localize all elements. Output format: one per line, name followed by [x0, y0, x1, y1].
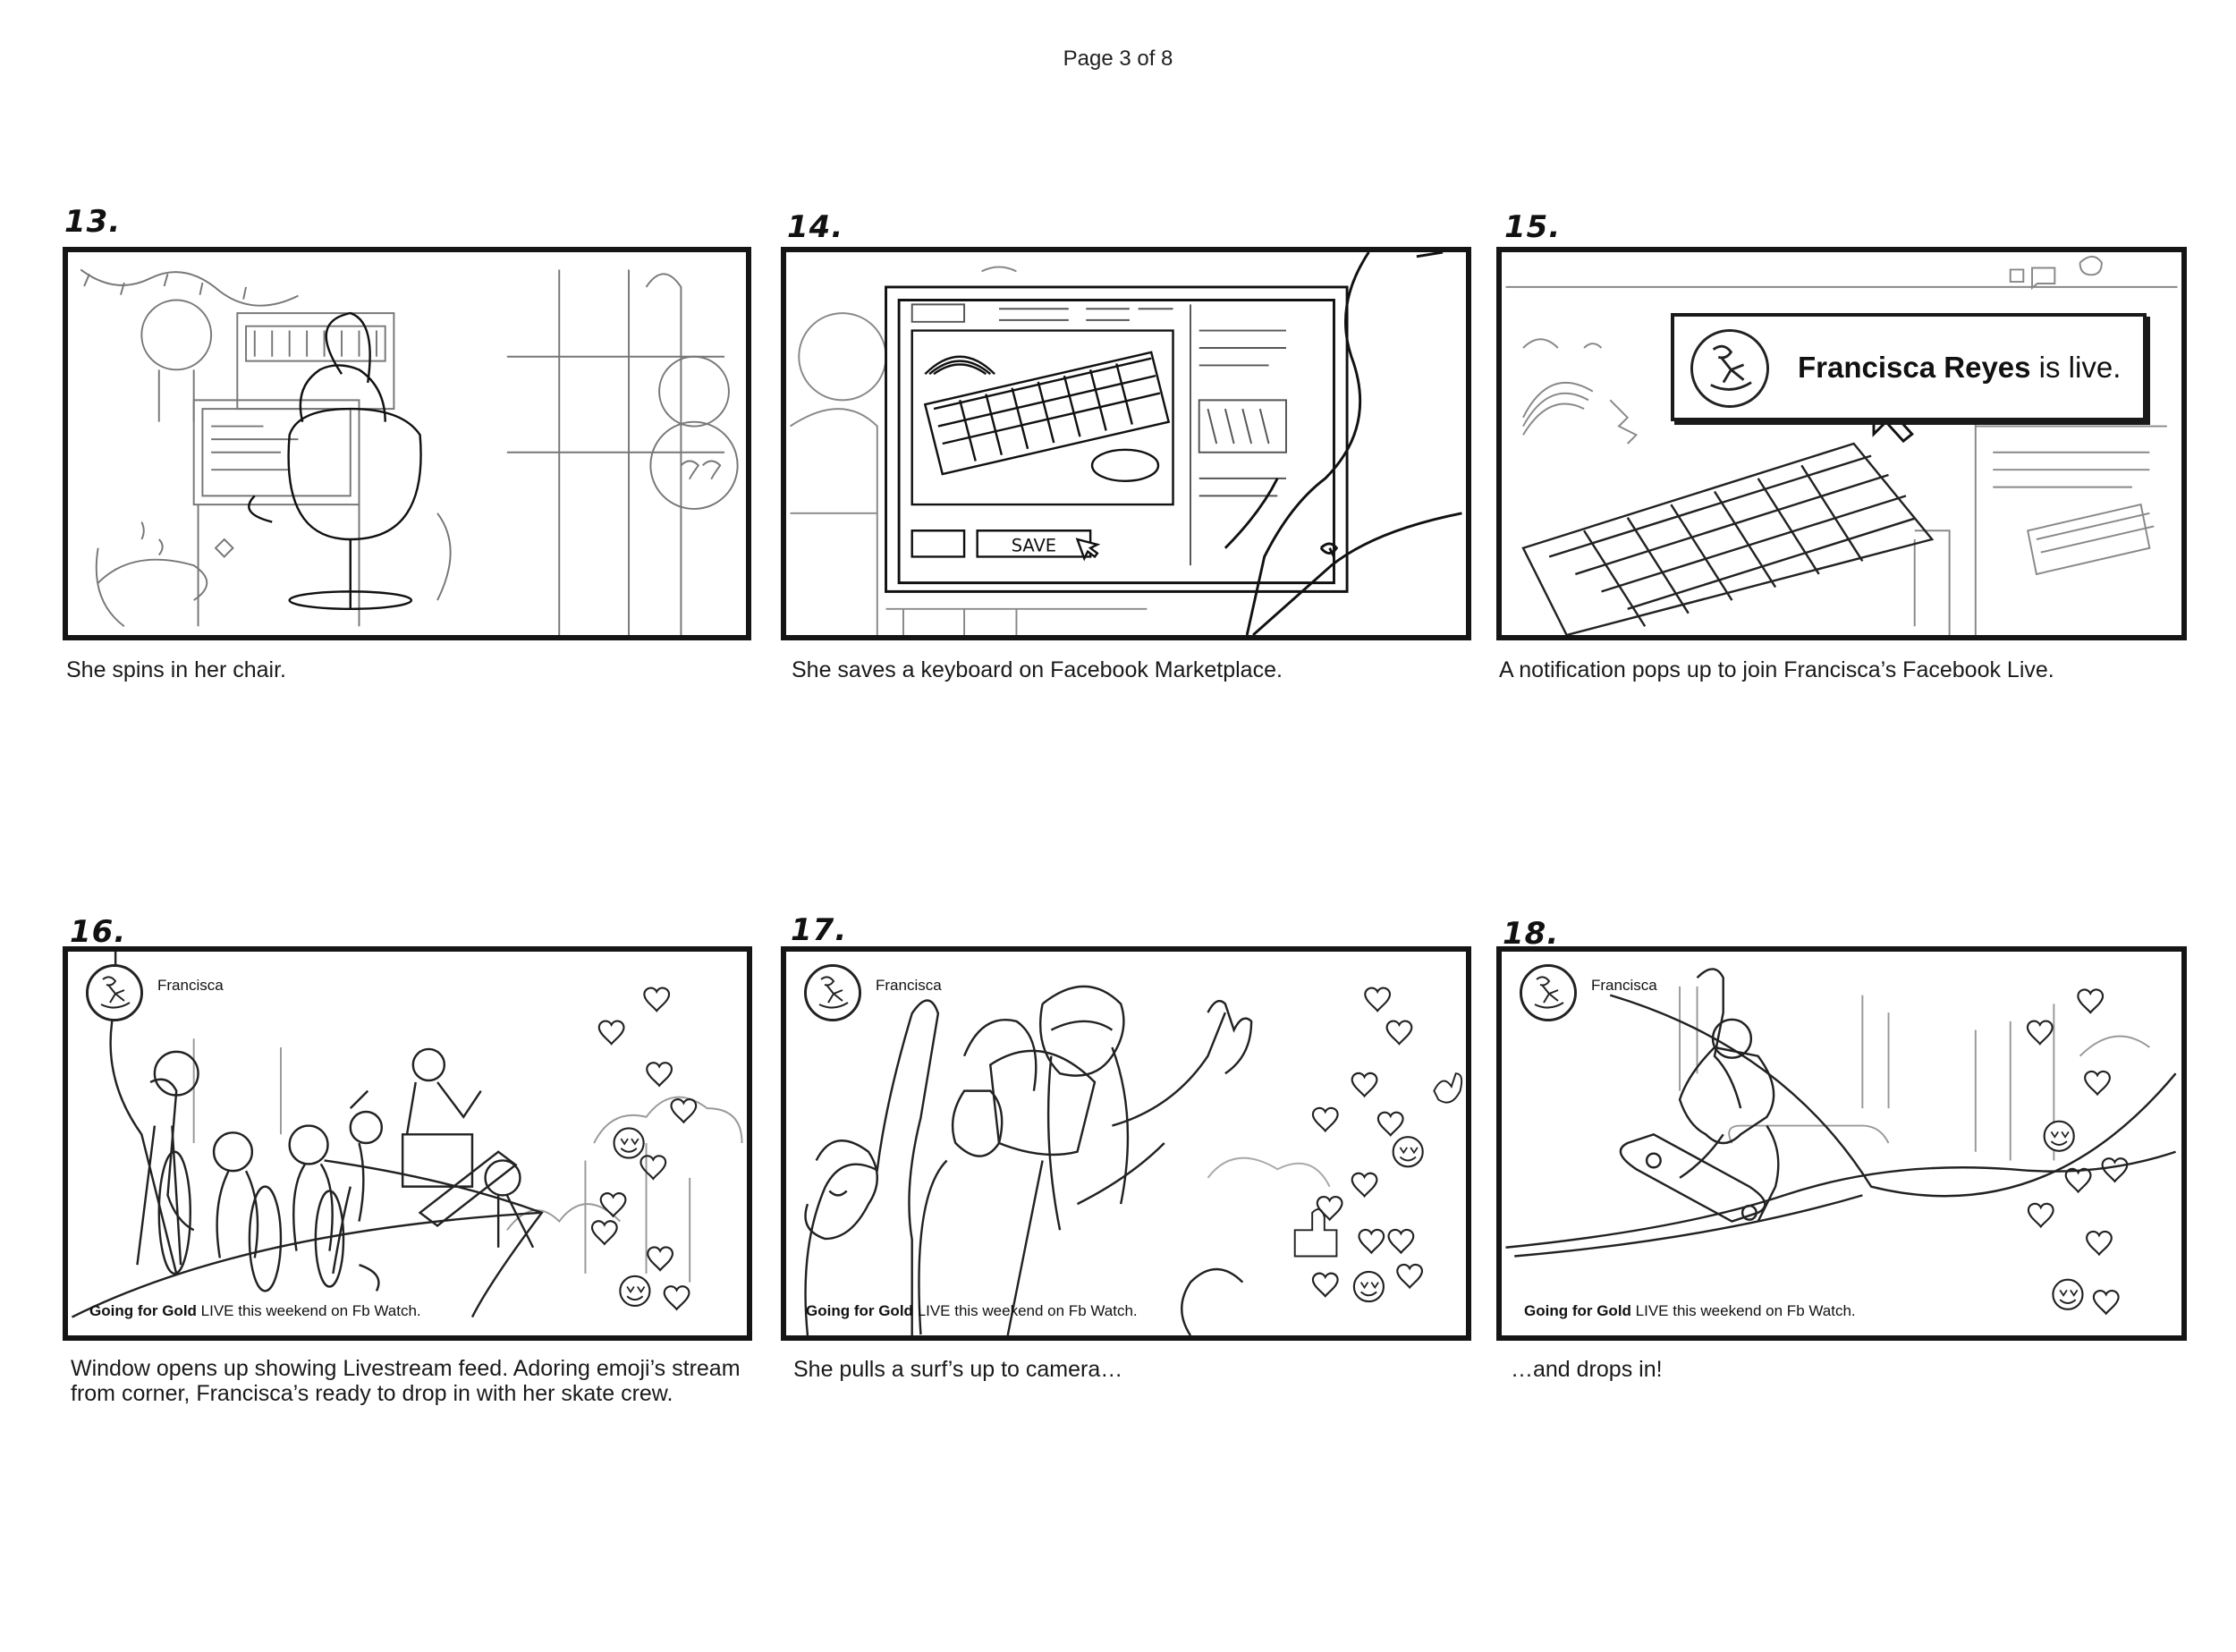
live-banner: Going for Gold LIVE this weekend on Fb W… [89, 1302, 421, 1320]
panel-15-sketch [1505, 255, 2178, 635]
panel-caption: Window opens up showing Livestream feed.… [71, 1356, 741, 1406]
live-banner: Going for Gold LIVE this weekend on Fb W… [1524, 1302, 1856, 1320]
panel-number: 18. [1503, 916, 1560, 952]
panel-16-sketch [71, 952, 743, 1318]
panel-caption: She pulls a surf’s up to camera… [793, 1357, 1123, 1382]
panel-number: 16. [70, 914, 127, 950]
francisca-avatar [1520, 964, 1577, 1021]
live-banner-title: Going for Gold [89, 1302, 197, 1319]
panel-13-sketch [80, 268, 739, 635]
emoji-stream [590, 987, 698, 1310]
panel-17-sketch [804, 985, 1463, 1335]
panel-18-sketch [1505, 968, 2177, 1315]
panel-caption: She saves a keyboard on Facebook Marketp… [792, 657, 1283, 682]
storyboard-panel-15: Francisca Reyes is live. [1496, 247, 2187, 640]
storyboard-panel-17: Francisca Going for Gold LIVE this weeke… [781, 946, 1471, 1341]
notification-name: Francisca Reyes [1798, 351, 2031, 384]
live-stream-name: Francisca [876, 977, 942, 994]
notification-suffix: is live. [2030, 351, 2122, 384]
live-banner-title: Going for Gold [1524, 1302, 1631, 1319]
storyboard-panel-14: SAVE [781, 247, 1471, 640]
live-banner-title: Going for Gold [806, 1302, 913, 1319]
live-stream-name: Francisca [1591, 977, 1657, 994]
notification-text: Francisca Reyes is live. [1798, 351, 2121, 385]
panel-number: 14. [787, 209, 844, 245]
live-banner-text: LIVE this weekend on Fb Watch. [912, 1302, 1138, 1319]
panel-caption: A notification pops up to join Francisca… [1499, 657, 2054, 682]
live-banner: Going for Gold LIVE this weekend on Fb W… [806, 1302, 1138, 1320]
live-stream-name: Francisca [157, 977, 224, 994]
live-banner-text: LIVE this weekend on Fb Watch. [196, 1302, 421, 1319]
storyboard-panel-13 [63, 247, 751, 640]
live-notification[interactable]: Francisca Reyes is live. [1671, 313, 2147, 421]
panel-number: 17. [791, 912, 848, 948]
francisca-avatar [1690, 329, 1769, 408]
panel-caption: …and drops in! [1511, 1357, 1663, 1382]
save-button-label: SAVE [1012, 536, 1056, 556]
panel-caption: She spins in her chair. [66, 657, 286, 682]
emoji-stream [1293, 987, 1463, 1303]
panel-14-sketch: SAVE [789, 252, 1462, 635]
francisca-avatar [804, 964, 861, 1021]
storyboard-panel-18: Francisca Going for Gold LIVE this weeke… [1496, 946, 2187, 1341]
page-number: Page 3 of 8 [1063, 47, 1173, 71]
storyboard-panel-16: Francisca Going for Gold LIVE this weeke… [63, 946, 752, 1341]
emoji-stream [2026, 988, 2129, 1315]
panel-number: 13. [64, 204, 122, 240]
francisca-avatar [86, 964, 143, 1021]
live-banner-text: LIVE this weekend on Fb Watch. [1630, 1302, 1856, 1319]
panel-number: 15. [1504, 209, 1562, 245]
